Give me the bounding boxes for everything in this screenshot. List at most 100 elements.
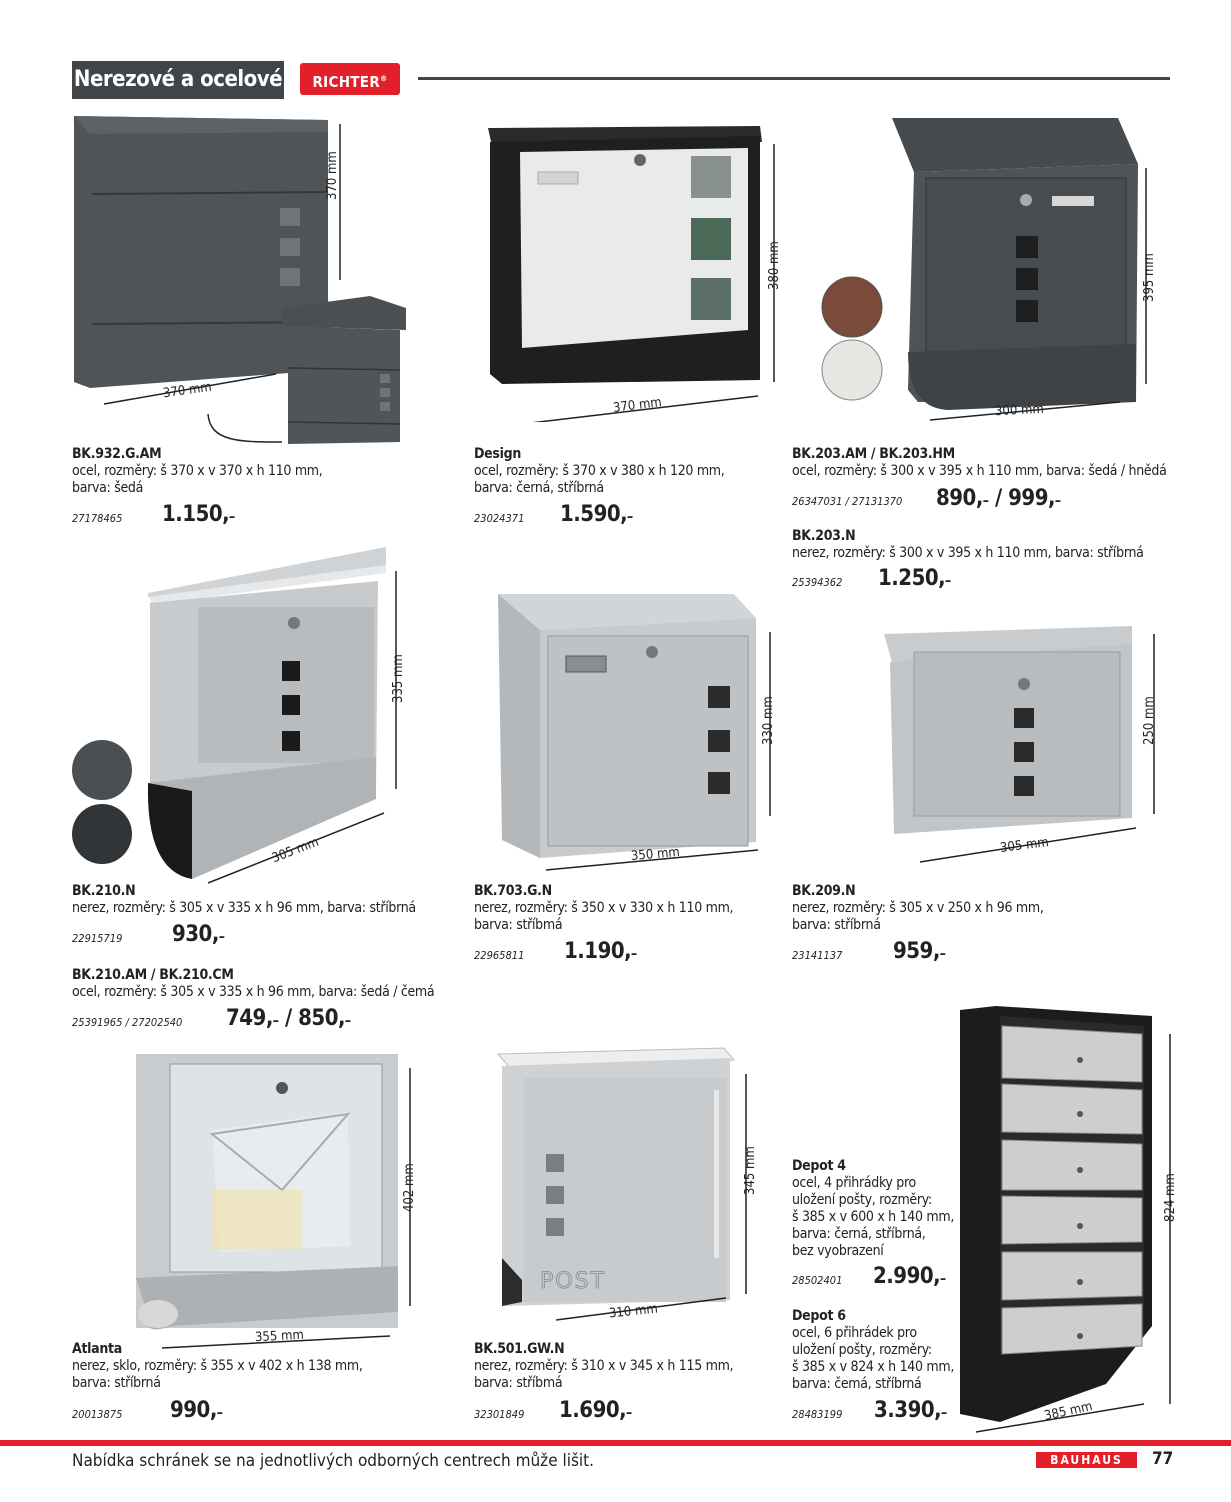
dim-height: 824 mm (1163, 1173, 1178, 1222)
product-name: BK.210.N (72, 883, 136, 899)
article-number: 22915719 (72, 932, 123, 945)
price: 930,– (172, 922, 225, 947)
product-desc: nerez, rozměry: š 310 x v 345 x h 115 mm… (474, 1358, 734, 1374)
product-image-depot6 (960, 1006, 1171, 1433)
price: 990,– (170, 1398, 223, 1423)
article-number: 23141137 (792, 949, 843, 962)
product-desc: š 385 x v 600 x h 140 mm, (792, 1209, 955, 1225)
product-desc: uložení pošty, rozměry: (792, 1192, 932, 1208)
product-image-bk703 (498, 594, 771, 871)
article-number: 20013875 (72, 1408, 123, 1421)
product-desc: ocel, 4 přihrádky pro (792, 1175, 916, 1191)
price: 749,– / 850,– (226, 1006, 351, 1031)
product-name: BK.501.GW.N (474, 1341, 565, 1357)
product-desc: uložení pošty, rozměry: (792, 1342, 932, 1358)
article-number: 28483199 (792, 1408, 843, 1421)
color-swatch-steel (821, 339, 883, 401)
dim-height: 345 mm (743, 1146, 758, 1195)
article-number: 28502401 (792, 1274, 843, 1287)
price: 959,– (893, 939, 946, 964)
svg-text:POST: POST (540, 1269, 606, 1294)
dim-width: 300 mm (994, 401, 1045, 420)
dim-height: 395 mm (1142, 253, 1157, 302)
price: 1.250,– (878, 566, 951, 591)
article-number: 27178465 (72, 512, 123, 525)
dim-height: 335 mm (391, 654, 406, 703)
price: 1.590,– (560, 502, 633, 527)
product-name: BK.203.AM / BK.203.HM (792, 446, 955, 462)
product-bk210n: BK.210.N nerez, rozměry: š 305 x v 335 x… (72, 883, 416, 917)
section-title: Nerezové a ocelové (72, 61, 284, 99)
product-name: BK.209.N (792, 883, 856, 899)
product-desc: ocel, rozměry: š 370 x v 380 x h 120 mm, (474, 463, 725, 479)
product-desc: nerez, rozměry: š 305 x v 335 x h 96 mm,… (72, 900, 416, 916)
price: 890,– / 999,– (936, 486, 1061, 511)
product-desc: ocel, rozměry: š 305 x v 335 x h 96 mm, … (72, 984, 435, 1000)
product-desc: barva: čemá, stříbrná (792, 1376, 922, 1392)
product-desc: barva: stříbrná (792, 917, 881, 933)
product-image-bk203 (892, 118, 1147, 421)
brand-logo: RICHTER® (300, 63, 400, 95)
product-desc: barva: stříbmá (474, 917, 563, 933)
article-number: 32301849 (474, 1408, 525, 1421)
product-desc: bez vyobrazení (792, 1243, 884, 1259)
product-desc: ocel, rozměry: š 370 x v 370 x h 110 mm, (72, 463, 323, 479)
page-number: 77 (1152, 1449, 1174, 1469)
article-number: 26347031 / 27131370 (792, 495, 903, 508)
price: 1.190,– (564, 939, 637, 964)
footer-rule (0, 1440, 1231, 1446)
footer-note: Nabídka schránek se na jednotlivých odbo… (72, 1451, 595, 1471)
product-name: Atlanta (72, 1341, 122, 1357)
product-name: BK.932.G.AM (72, 446, 162, 462)
product-desc: barva: stříbmá (474, 1375, 563, 1391)
dim-height: 370 mm (325, 151, 340, 200)
product-bk203n: BK.203.N nerez, rozměry: š 300 x v 395 x… (792, 528, 1144, 562)
article-number: 23024371 (474, 512, 525, 525)
product-design: Design ocel, rozměry: š 370 x v 380 x h … (474, 446, 725, 497)
product-image-design (488, 126, 775, 422)
article-number: 25394362 (792, 576, 843, 589)
product-desc: nerez, rozměry: š 300 x v 395 x h 110 mm… (792, 545, 1144, 561)
header-rule (418, 77, 1170, 80)
color-swatch-anthracite (72, 740, 132, 800)
product-desc: nerez, rozměry: š 350 x v 330 x h 110 mm… (474, 900, 734, 916)
product-desc: barva: černá, stříbrná (474, 480, 604, 496)
dim-height: 402 mm (402, 1163, 417, 1212)
product-image-bk932 (74, 116, 406, 444)
price: 2.990,– (873, 1264, 946, 1289)
product-atlanta: Atlanta nerez, sklo, rozměry: š 355 x v … (72, 1341, 363, 1392)
product-name: BK.703.G.N (474, 883, 552, 899)
bauhaus-logo: BAUHAUS (1036, 1452, 1137, 1468)
product-bk210am: BK.210.AM / BK.210.CM ocel, rozměry: š 3… (72, 967, 435, 1001)
article-number: 25391965 / 27202540 (72, 1016, 183, 1029)
product-image-bk501: POST (496, 1047, 747, 1321)
dim-height: 380 mm (767, 241, 782, 290)
product-desc: barva: stříbrná (72, 1375, 161, 1391)
product-desc: nerez, sklo, rozměry: š 355 x v 402 x h … (72, 1358, 363, 1374)
product-image-bk210 (147, 547, 397, 884)
product-bk932: BK.932.G.AM ocel, rozměry: š 370 x v 370… (72, 446, 323, 497)
product-desc: ocel, 6 přihrádek pro (792, 1325, 917, 1341)
product-image-bk209 (884, 626, 1155, 863)
product-desc: nerez, rozměry: š 305 x v 250 x h 96 mm, (792, 900, 1044, 916)
price: 1.690,– (559, 1398, 632, 1423)
product-desc: š 385 x v 824 x h 140 mm, (792, 1359, 955, 1375)
product-bk703: BK.703.G.N nerez, rozměry: š 350 x v 330… (474, 883, 734, 934)
product-depot4: Depot 4 ocel, 4 přihrádky pro uložení po… (792, 1158, 954, 1260)
product-desc: ocel, rozměry: š 300 x v 395 x h 110 mm,… (792, 463, 1167, 479)
product-depot6: Depot 6 ocel, 6 přihrádek pro uložení po… (792, 1308, 954, 1393)
product-name: Design (474, 446, 522, 462)
color-swatch-brown (821, 276, 883, 338)
product-image-atlanta (136, 1054, 411, 1349)
product-bk209: BK.209.N nerez, rozměry: š 305 x v 250 x… (792, 883, 1044, 934)
dim-height: 330 mm (761, 696, 776, 745)
product-name: BK.203.N (792, 528, 856, 544)
product-bk501: BK.501.GW.N nerez, rozměry: š 310 x v 34… (474, 1341, 734, 1392)
product-desc: barva: šedá (72, 480, 144, 496)
article-number: 22965811 (474, 949, 525, 962)
price: 3.390,– (874, 1398, 947, 1423)
price: 1.150,– (162, 502, 235, 527)
product-name: Depot 4 (792, 1158, 846, 1174)
product-bk203am: BK.203.AM / BK.203.HM ocel, rozměry: š 3… (792, 446, 1167, 480)
product-name: Depot 6 (792, 1308, 846, 1324)
